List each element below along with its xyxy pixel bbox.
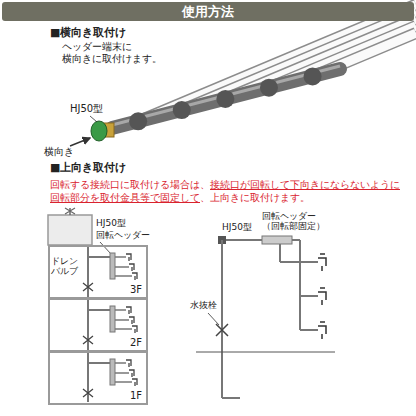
floor-label: 3F xyxy=(130,284,142,295)
pipe-drawing xyxy=(173,101,191,119)
pipe-drawing xyxy=(115,381,132,383)
part-name: 水抜栓 xyxy=(190,300,217,310)
pipe-drawing xyxy=(221,240,223,398)
pipe-drawing xyxy=(318,288,326,305)
pipe-drawing xyxy=(280,261,318,263)
section-heading: ■横向き取付け xyxy=(50,27,126,40)
title: 使用方法 xyxy=(2,2,414,21)
pipe-drawing xyxy=(100,242,111,254)
floor-box: 2F xyxy=(48,298,148,352)
pipe-drawing xyxy=(88,256,112,258)
pipe-drawing xyxy=(129,112,147,130)
pipe-drawing xyxy=(196,352,335,353)
pipe-drawing xyxy=(115,319,129,321)
pipe-drawing xyxy=(87,245,89,402)
pipe-drawing xyxy=(126,307,131,314)
pipe-drawing xyxy=(260,79,278,97)
part-name: HJ50型 xyxy=(70,103,103,115)
pipe-drawing xyxy=(138,5,416,122)
pipe-drawing xyxy=(83,336,93,344)
pipe-drawing xyxy=(110,306,115,332)
pipe-drawing xyxy=(48,215,92,245)
pipe-drawing xyxy=(126,254,131,261)
pipe-drawing xyxy=(208,313,219,325)
pipe-drawing xyxy=(83,283,93,291)
pipe-drawing xyxy=(88,309,112,311)
floor-label: 1F xyxy=(130,390,142,401)
pipe-drawing xyxy=(65,208,75,214)
pipe-drawing xyxy=(132,273,137,280)
instruction-text: ヘッダー端末に 横向きに取付けます。 xyxy=(62,41,174,64)
pipe-drawing xyxy=(115,372,129,374)
pipe-drawing xyxy=(110,359,115,385)
pipe-drawing xyxy=(126,360,131,367)
pipe-drawing xyxy=(262,236,292,244)
title-bar: 使用方法 xyxy=(2,2,414,21)
pipe-drawing xyxy=(300,295,318,297)
pipe-drawing xyxy=(115,309,126,311)
note-text: 回転する接続口に取付ける場合は、 xyxy=(50,179,210,190)
section-heading: ■上向き取付け xyxy=(50,162,126,175)
pipe-drawing xyxy=(279,244,281,262)
pipe-drawing xyxy=(216,324,228,336)
part-name: 回転ヘッダー （回転部固定） xyxy=(262,211,338,232)
pipe-drawing xyxy=(132,379,137,386)
pipe-drawing xyxy=(83,389,93,397)
pipe-drawing xyxy=(115,328,132,330)
pipe-drawing xyxy=(112,66,340,125)
pipe-drawing xyxy=(129,317,134,324)
pipe-drawing xyxy=(216,90,234,108)
pipe-drawing xyxy=(90,116,97,122)
drawing-group xyxy=(70,5,416,146)
pipe-drawing xyxy=(115,256,126,258)
pipe-drawing xyxy=(115,362,126,364)
pipe-drawing xyxy=(318,322,326,339)
pipe-drawing xyxy=(299,240,301,330)
pipe-drawing xyxy=(138,5,416,122)
part-name: HJ50型 xyxy=(222,222,252,232)
pipe-drawing xyxy=(115,275,132,277)
direction-label: 横向き xyxy=(44,146,74,158)
part-name: HJ50型 xyxy=(96,218,126,228)
pipe-drawing xyxy=(110,253,115,279)
part-name: ドレン バルブ xyxy=(51,256,81,277)
pipe-drawing xyxy=(300,329,318,331)
floor-box: 1F xyxy=(48,351,148,405)
pipe-drawing xyxy=(91,121,107,141)
pipe-drawing xyxy=(222,397,240,399)
pipe-drawing xyxy=(318,254,326,271)
note-paragraph: 回転する接続口に取付ける場合は、接続口が回転して下向きにならないように回転部分を… xyxy=(50,178,408,204)
pipe-drawing xyxy=(129,370,134,377)
floor-label: 2F xyxy=(130,337,142,348)
pipe-drawing xyxy=(88,362,112,364)
pipe-drawing xyxy=(304,67,322,85)
pipe-drawing xyxy=(115,266,129,268)
pipe-drawing xyxy=(70,138,90,146)
part-name: 回転ヘッダー xyxy=(96,230,150,240)
pipe-drawing xyxy=(129,264,134,271)
note-text: 、上向きに取付けます。 xyxy=(200,192,310,203)
pipe-drawing xyxy=(132,326,137,333)
drawing-group xyxy=(318,254,326,339)
drawing-group xyxy=(83,253,137,397)
